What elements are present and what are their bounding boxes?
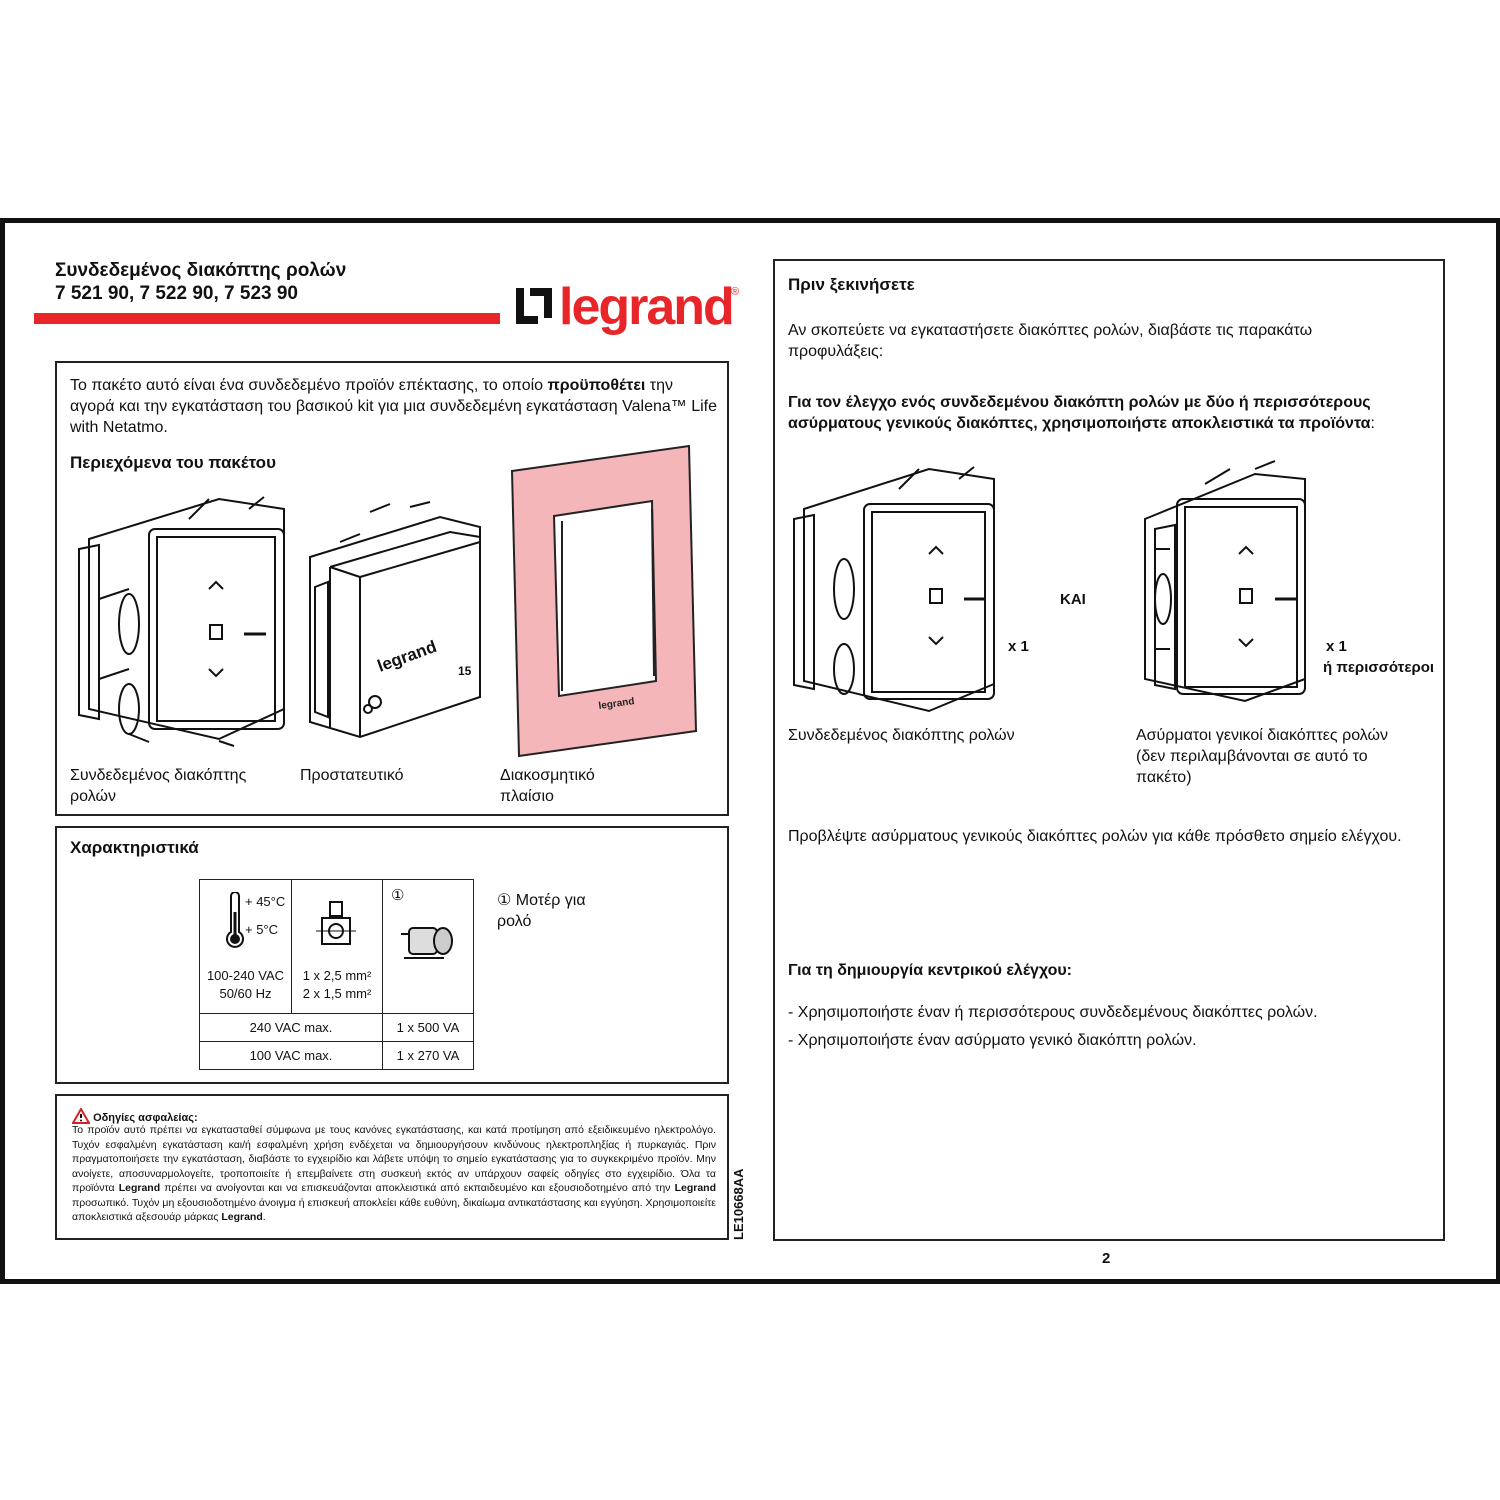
safety-text-1: Το προϊόν αυτό πρέπει να εγκατασταθεί σύ… <box>72 1124 716 1194</box>
intro-emphasis: προϋποθέτει <box>547 377 646 394</box>
temp-max: + 45°C <box>245 894 286 909</box>
safety-text: Το προϊόν αυτό πρέπει να εγκατασταθεί σύ… <box>72 1123 716 1225</box>
page-title: Συνδεδεμένος διακόπτης ρολών 7 521 90, 7… <box>55 259 346 305</box>
and-label: ΚΑΙ <box>1060 591 1086 608</box>
intro-text-end: την αγορά και την εγκατάσταση του βασικο… <box>70 377 718 436</box>
qty-connected: x 1 <box>1008 638 1029 655</box>
safety-brand-3: Legrand <box>221 1211 263 1223</box>
provide-note: Προβλέψτε ασύρματους γενικούς διακόπτες … <box>788 828 1402 845</box>
temp-min: + 5°C <box>245 922 279 937</box>
wire-size-2: 2 x 1,5 mm² <box>302 986 372 1001</box>
label-wireless-switches: Ασύρματοι γενικοί διακόπτες ρολών (δεν π… <box>1136 727 1389 786</box>
requirement-paragraph: Για τον έλεγχο ενός συνδεδεμένου διακόπτ… <box>788 392 1428 434</box>
motor-icon <box>401 927 453 959</box>
spec-table: + 45°C + 5°C 100-240 VAC 50/60 Hz 1 x 2,… <box>199 879 474 1070</box>
legrand-logo-text: legrand <box>559 278 735 336</box>
title-product: Συνδεδεμένος διακόπτης ρολών <box>55 260 347 281</box>
requirement-text: Για τον έλεγχο ενός συνδεδεμένου διακόπτ… <box>788 394 1371 432</box>
svg-text:legrand: legrand <box>375 637 439 676</box>
central-bullet-2: - Χρησιμοποιήστε έναν ασύρματο γενικό δι… <box>788 1032 1197 1049</box>
safety-text-2: πρέπει να ανοίγονται και να επισκευάζοντ… <box>160 1182 675 1194</box>
spec-cell-motor: ① <box>382 879 474 1014</box>
item-label-cover: Προστατευτικό <box>300 767 404 784</box>
motor-marker: ① <box>391 887 405 904</box>
item-label-switch: Συνδεδεμένος διακόπτης ρολών <box>70 767 247 805</box>
central-bullet-1: - Χρησιμοποιήστε έναν ή περισσότερους συ… <box>788 1004 1318 1021</box>
svg-text:legrand: legrand <box>598 696 635 712</box>
qty-wireless: x 1 <box>1326 638 1347 655</box>
connected-switch-illustration <box>78 496 285 747</box>
legrand-logo-icon <box>516 288 552 324</box>
registered-mark: ® <box>731 286 740 298</box>
title-refs: 7 521 90, 7 522 90, 7 523 90 <box>55 283 298 304</box>
warning-icon <box>71 1106 91 1124</box>
max-240-label: 240 VAC max. <box>199 1013 383 1042</box>
before-start-intro: Αν σκοπεύετε να εγκαταστήσετε διακόπτες … <box>788 322 1313 360</box>
label-connected-switch: Συνδεδεμένος διακόπτης ρολών <box>788 727 1015 744</box>
spec-cell-temperature: + 45°C + 5°C 100-240 VAC 50/60 Hz <box>199 879 292 1014</box>
wire-size-1: 1 x 2,5 mm² <box>302 968 372 983</box>
spec-cell-wiring: 1 x 2,5 mm² 2 x 1,5 mm² <box>291 879 383 1014</box>
page-number: 2 <box>1102 1250 1111 1267</box>
red-rule <box>34 313 500 324</box>
intro-paragraph: Το πακέτο αυτό είναι ένα συνδεδεμένο προ… <box>70 375 720 438</box>
safety-box: Οδηγίες ασφαλείας: Το προϊόν αυτό πρέπει… <box>55 1094 729 1240</box>
safety-text-4: . <box>262 1211 266 1223</box>
safety-brand-1: Legrand <box>118 1182 161 1194</box>
document-code: LE10668AA <box>731 1168 746 1240</box>
safety-brand-2: Legrand <box>674 1182 716 1194</box>
safety-text-3: προσωπικό. Τυχόν μη εξουσιοδοτημένο άνοι… <box>72 1196 716 1224</box>
characteristics-heading: Χαρακτηριστικά <box>70 838 199 857</box>
package-contents-box: Το πακέτο αυτό είναι ένα συνδεδεμένο προ… <box>55 361 729 816</box>
protective-cover-illustration: legrand 15 <box>309 501 481 739</box>
decorative-frame-illustration: legrand <box>510 444 698 758</box>
thermometer-icon <box>226 892 244 948</box>
max-100-label: 100 VAC max. <box>199 1041 383 1070</box>
characteristics-box: Χαρακτηριστικά + 45°C + 5°C 100-240 VAC … <box>55 826 729 1084</box>
voltage-range: 100-240 VAC <box>206 968 285 983</box>
qty-wireless-more: ή περισσότεροι <box>1323 659 1435 676</box>
central-control-heading: Για τη δημιουργία κεντρικού ελέγχου: <box>788 962 1072 979</box>
terminal-screw-icon <box>316 901 356 945</box>
before-you-start-box: Πριν ξεκινήσετε Αν σκοπεύετε να εγκαταστ… <box>773 259 1445 1241</box>
wireless-switch-diagram <box>1144 460 1306 703</box>
requirement-colon: : <box>1370 415 1375 432</box>
motor-legend: ① Μοτέρ για ρολό <box>497 892 586 930</box>
item-label-frame: Διακοσμητικό πλαίσιο <box>500 767 595 805</box>
before-start-heading: Πριν ξεκινήσετε <box>788 275 915 294</box>
intro-text: Το πακέτο αυτό είναι ένα συνδεδεμένο προ… <box>70 377 548 394</box>
safety-title: Οδηγίες ασφαλείας: <box>93 1112 198 1124</box>
max-240-value: 1 x 500 VA <box>382 1013 474 1042</box>
contents-heading: Περιεχόμενα του πακέτου <box>70 453 276 472</box>
frequency: 50/60 Hz <box>219 986 272 1001</box>
connected-switch-diagram <box>793 466 995 713</box>
safety-title-row: Οδηγίες ασφαλείας: <box>71 1106 198 1124</box>
page-frame <box>0 218 1500 1284</box>
max-100-value: 1 x 270 VA <box>382 1041 474 1070</box>
svg-text:15: 15 <box>458 664 472 678</box>
